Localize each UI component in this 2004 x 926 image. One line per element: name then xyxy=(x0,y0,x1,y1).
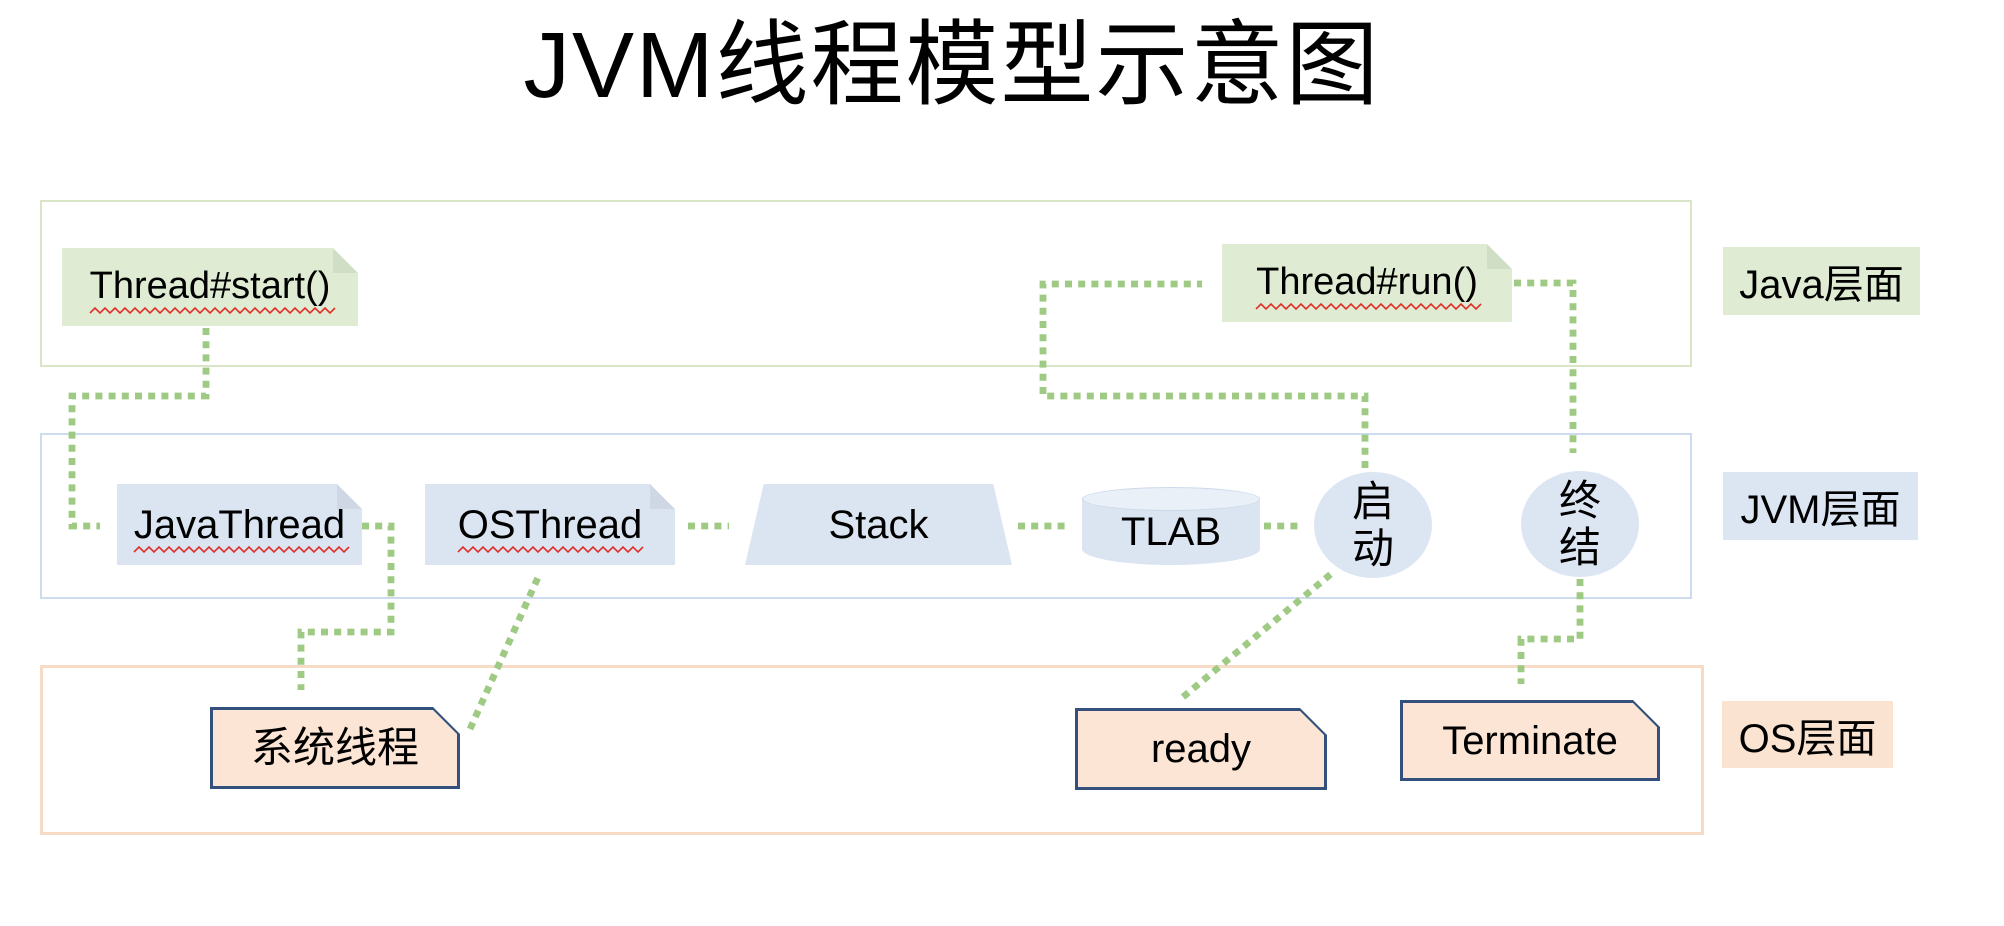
node-java-thread[interactable]: JavaThread xyxy=(117,484,362,565)
node-ready-label: ready xyxy=(1150,727,1252,771)
node-finish[interactable]: 终结 xyxy=(1521,471,1639,577)
spellcheck-underline xyxy=(458,546,643,554)
spellcheck-underline xyxy=(1256,303,1478,311)
node-tlab[interactable]: TLAB xyxy=(1082,487,1260,565)
node-thread-start-label: Thread#start() xyxy=(89,265,331,308)
spellcheck-underline xyxy=(134,546,346,554)
node-finish-label: 终结 xyxy=(1558,476,1601,571)
node-terminate[interactable]: Terminate xyxy=(1400,700,1660,781)
node-os-thread-label: OSThread xyxy=(457,502,643,547)
node-launch[interactable]: 启动 xyxy=(1314,472,1432,578)
jvm-layer-label: JVM层面 xyxy=(1740,488,1901,532)
diagram-title: JVM线程模型示意图 xyxy=(523,13,1381,117)
java-layer-label-box[interactable]: Java层面 xyxy=(1723,247,1920,315)
node-thread-start[interactable]: Thread#start() xyxy=(62,248,358,326)
node-thread-run[interactable]: Thread#run() xyxy=(1222,244,1512,322)
os-layer-label: OS层面 xyxy=(1738,716,1877,761)
node-thread-run-label: Thread#run() xyxy=(1256,261,1478,304)
jvm-layer-label-box[interactable]: JVM层面 xyxy=(1723,472,1918,540)
node-terminate-label: Terminate xyxy=(1442,718,1618,763)
node-launch-label: 启动 xyxy=(1351,477,1394,572)
node-ready[interactable]: ready xyxy=(1075,708,1327,790)
node-os-thread[interactable]: OSThread xyxy=(425,484,675,565)
node-tlab-label: TLAB xyxy=(1120,509,1222,554)
os-layer-label-box[interactable]: OS层面 xyxy=(1722,701,1893,768)
node-stack-label: Stack xyxy=(828,502,929,547)
node-stack[interactable]: Stack xyxy=(745,484,1012,565)
java-layer-label: Java层面 xyxy=(1739,263,1904,307)
node-sys-thread-label: 系统线程 xyxy=(250,723,419,771)
spellcheck-underline xyxy=(90,307,331,315)
node-sys-thread[interactable]: 系统线程 xyxy=(210,707,460,789)
node-java-thread-label: JavaThread xyxy=(133,502,346,547)
cylinder-top xyxy=(1082,487,1260,511)
